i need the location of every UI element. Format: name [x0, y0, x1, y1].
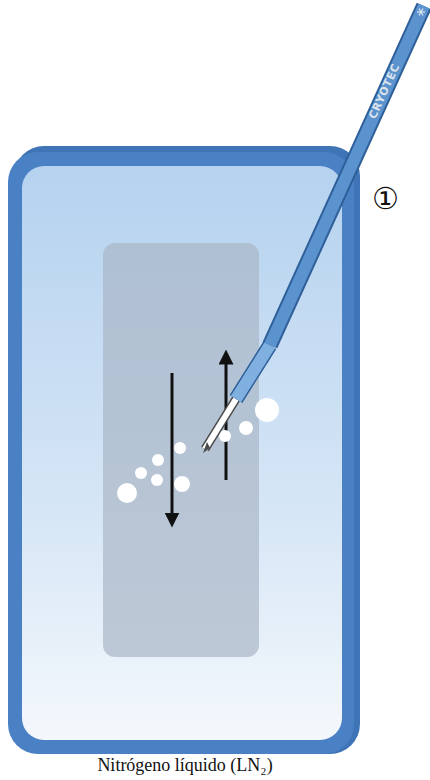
brand-label: CRYOTEC [367, 62, 403, 121]
bubbles [117, 398, 279, 503]
caption: Nitrógeno líquido (LN₂) [0, 754, 370, 776]
callout-number: ① [372, 181, 399, 217]
snowflake-symbol [417, 9, 425, 16]
liquid-nitrogen [22, 166, 342, 740]
rack [103, 243, 259, 657]
container [8, 152, 354, 754]
container-back [14, 146, 360, 754]
down-arrow [171, 373, 174, 520]
cryotec-tool [203, 6, 424, 453]
